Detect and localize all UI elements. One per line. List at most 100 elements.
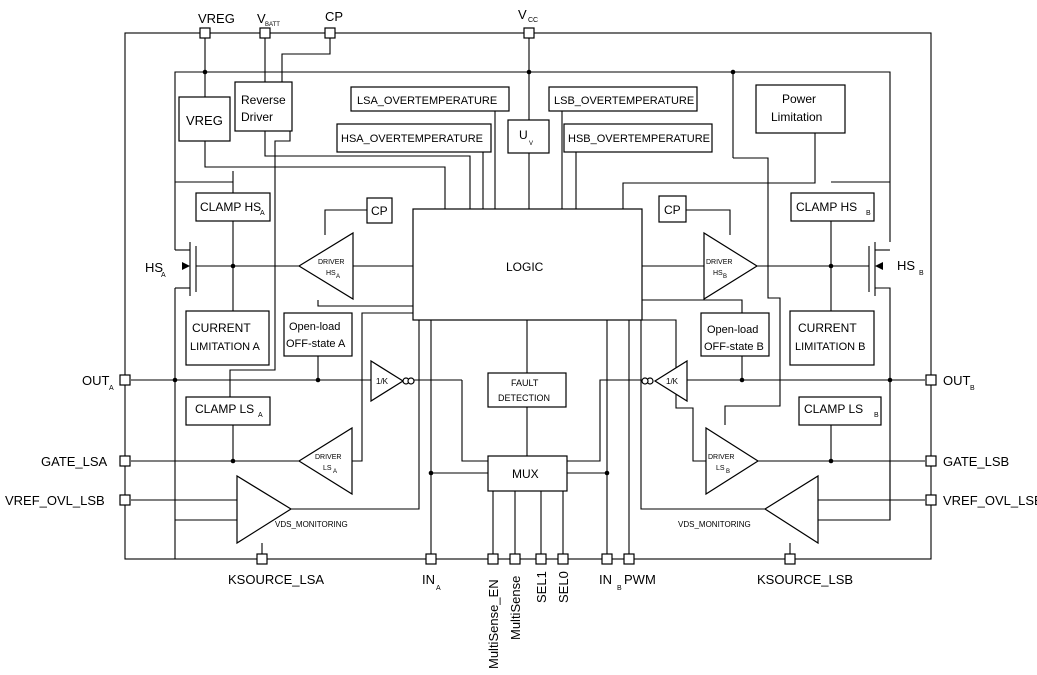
ina-pin-sub: A bbox=[436, 585, 441, 592]
ina-pin-label: IN bbox=[422, 572, 435, 587]
cp-right-label: CP bbox=[664, 203, 681, 217]
vcc-pin-sub: CC bbox=[528, 17, 538, 24]
pin-gate-lsb[interactable] bbox=[925, 455, 937, 467]
logic-label: LOGIC bbox=[506, 260, 544, 274]
outb-pin-label: OUT bbox=[943, 373, 971, 388]
hsb-overtemp-label: HSB_OVERTEMPERATURE bbox=[568, 133, 710, 145]
clamp-hs-b-sub: B bbox=[866, 210, 871, 217]
mux-label: MUX bbox=[512, 467, 539, 481]
pin-vref-ovl-lsb-left[interactable] bbox=[119, 494, 131, 506]
power-limitation-label-2: Limitation bbox=[771, 110, 822, 124]
vcc-pin-label: V bbox=[518, 7, 527, 22]
current-limitation-a-block bbox=[185, 310, 270, 366]
inb-pin-label: IN bbox=[599, 572, 612, 587]
amplifier-labels: DRIVER HS A DRIVER HS B DRIVER LS A DRIV… bbox=[275, 259, 751, 529]
hsa-overtemp-label: HSA_OVERTEMPERATURE bbox=[341, 133, 483, 145]
wires bbox=[124, 32, 932, 560]
hsb-overtemp-block bbox=[563, 123, 713, 153]
multisense-label: MultiSense bbox=[508, 576, 523, 640]
block-labels: VREG Reverse Driver LSA_OVERTEMPERATURE … bbox=[186, 92, 879, 481]
cp-left-block bbox=[366, 197, 393, 224]
driver-lsb-amplifier bbox=[705, 426, 760, 496]
pin-out-b[interactable] bbox=[925, 374, 937, 386]
power-limitation-block bbox=[755, 84, 846, 134]
clamp-ls-b-sub: B bbox=[874, 412, 879, 419]
buffer-circles bbox=[402, 377, 654, 385]
pins bbox=[119, 27, 937, 565]
pin-vbatt[interactable] bbox=[259, 27, 271, 39]
driver-lsb-label-1: DRIVER bbox=[708, 454, 734, 461]
outa-pin-label: OUT bbox=[82, 373, 110, 388]
vreg-block-label: VREG bbox=[186, 113, 223, 128]
sel0-label: SEL0 bbox=[556, 571, 571, 603]
driver-lsa-label-2: LS bbox=[323, 465, 332, 472]
current-limitation-b-block bbox=[789, 310, 875, 366]
driver-lsb-label-2: LS bbox=[716, 465, 725, 472]
pin-sel1[interactable] bbox=[535, 553, 547, 565]
buffer-a-label: 1/K bbox=[376, 377, 389, 386]
multisense-en-label: MultiSense_EN bbox=[486, 579, 501, 669]
sel1-label: SEL1 bbox=[534, 571, 549, 603]
pin-out-a[interactable] bbox=[119, 374, 131, 386]
uv-sub: V bbox=[529, 141, 533, 147]
openload-b-label-2: OFF-state B bbox=[704, 341, 764, 353]
reverse-driver-block bbox=[234, 81, 293, 132]
pin-gate-lsa[interactable] bbox=[119, 455, 131, 467]
openload-a-label-2: OFF-state A bbox=[286, 338, 346, 350]
vds-monitor-right-amplifier bbox=[763, 474, 819, 545]
mux-block bbox=[487, 455, 568, 492]
pin-multisense[interactable] bbox=[509, 553, 521, 565]
pin-in-a[interactable] bbox=[425, 553, 437, 565]
lsa-overtemp-block bbox=[350, 86, 510, 112]
hsb-pin-label: HS bbox=[897, 258, 915, 273]
current-lim-a-label-1: CURRENT bbox=[192, 321, 251, 335]
pin-cp[interactable] bbox=[324, 27, 336, 39]
clamp-ls-a-label: CLAMP LS bbox=[195, 402, 254, 416]
hsa-pin-sub: A bbox=[161, 272, 166, 279]
fault-detection-block bbox=[487, 372, 567, 408]
pin-vref-ovl-lsb-right[interactable] bbox=[925, 494, 937, 506]
current-lim-b-label-2: LIMITATION B bbox=[795, 341, 866, 353]
fault-label-2: DETECTION bbox=[498, 393, 550, 403]
clamp-hs-a-sub: A bbox=[260, 210, 265, 217]
hsb-mosfet-arrow-icon bbox=[875, 262, 883, 270]
gate-lsb-pin-label: GATE_LSB bbox=[943, 454, 1009, 469]
pin-pwm[interactable] bbox=[623, 553, 635, 565]
clamp-ls-a-block bbox=[185, 396, 271, 426]
hsb-pin-sub: B bbox=[919, 270, 924, 277]
vref-ovl-lsb-left-label: VREF_OVL_LSB bbox=[5, 493, 105, 508]
cp-right-block bbox=[658, 195, 687, 223]
outb-pin-sub: B bbox=[970, 385, 975, 392]
current-lim-b-label-1: CURRENT bbox=[798, 321, 857, 335]
openload-a-label-1: Open-load bbox=[289, 321, 340, 333]
amplifiers bbox=[236, 231, 819, 545]
pin-sel0[interactable] bbox=[557, 553, 569, 565]
pin-ksource-lsb[interactable] bbox=[784, 553, 796, 565]
pin-labels: VREG V BATT CP V CC HS A HS B OUT A OUT … bbox=[5, 7, 1037, 669]
ksource-lsa-label: KSOURCE_LSA bbox=[228, 572, 324, 587]
reverse-driver-label-1: Reverse bbox=[241, 93, 286, 107]
lsa-overtemp-label: LSA_OVERTEMPERATURE bbox=[357, 95, 497, 107]
inb-pin-sub: B bbox=[617, 585, 622, 592]
clamp-ls-b-label: CLAMP LS bbox=[804, 402, 863, 416]
driver-hsb-label-1: DRIVER bbox=[706, 259, 732, 266]
junction-dots bbox=[172, 69, 893, 476]
power-limitation-label-1: Power bbox=[782, 92, 816, 106]
clamp-hs-b-block bbox=[790, 192, 875, 222]
cp-pin-label: CP bbox=[325, 9, 343, 24]
pin-multisense-en[interactable] bbox=[487, 553, 499, 565]
driver-lsa-amplifier bbox=[297, 426, 353, 496]
driver-hsa-sub: A bbox=[336, 274, 340, 280]
uv-label: U bbox=[519, 128, 528, 142]
pin-in-b[interactable] bbox=[601, 553, 613, 565]
pin-vcc[interactable] bbox=[523, 27, 535, 39]
uv-block bbox=[507, 119, 550, 154]
blocks bbox=[178, 81, 882, 492]
lsb-overtemp-block bbox=[548, 86, 698, 112]
pin-vreg[interactable] bbox=[199, 27, 211, 39]
vref-ovl-lsb-right-label: VREF_OVL_LSB bbox=[943, 493, 1037, 508]
vds-monitoring-left-label: VDS_MONITORING bbox=[275, 520, 348, 529]
openload-b-label-1: Open-load bbox=[707, 324, 758, 336]
pin-ksource-lsa[interactable] bbox=[256, 553, 268, 565]
